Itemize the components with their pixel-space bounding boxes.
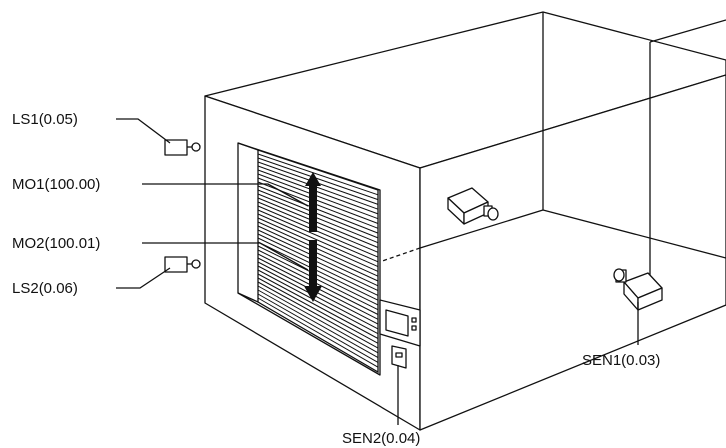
shutter-slat (257, 169, 379, 215)
up-arrow-icon (305, 172, 321, 232)
shutter-slat (257, 253, 379, 315)
panel-button (411, 325, 417, 331)
shutter-slat (257, 205, 379, 258)
shutter-slat (257, 277, 379, 344)
shutter-slat (257, 185, 379, 234)
ls1-contact-icon (191, 142, 201, 152)
door-frame-top (237, 142, 259, 151)
panel-button (411, 317, 417, 323)
shutter-slat (257, 269, 379, 335)
motor-arrows (304, 172, 322, 302)
shutter-slat (257, 237, 379, 296)
sen2-label: SEN2(0.04) (342, 430, 420, 447)
interior-top-line (649, 19, 726, 43)
door-frame-bottom (237, 292, 259, 303)
shutter-slat (257, 173, 379, 220)
limit-switch-ls2 (164, 256, 201, 273)
down-arrow-icon (304, 240, 322, 302)
shutter-slat (257, 225, 379, 282)
shutter-slat (257, 189, 379, 239)
shutter-slat (257, 289, 379, 359)
shutter-slat (257, 157, 379, 201)
roller-shutter (257, 149, 379, 374)
shutter-slat (257, 285, 379, 354)
sen1-label: SEN1(0.03) (582, 352, 660, 369)
shutter-slat (257, 233, 379, 292)
shutter-slat (257, 209, 379, 263)
mo1-leader (142, 183, 309, 207)
shutter-slat (257, 201, 379, 253)
ls2-leader (116, 267, 171, 289)
shutter-slat (257, 281, 379, 349)
mo2-label: MO2(100.01) (12, 235, 100, 252)
sen1-camera-lens-icon (613, 268, 625, 282)
shutter-slat (257, 273, 379, 339)
shutter-slat (257, 177, 379, 224)
ls2-contact-icon (191, 259, 201, 269)
shutter-slat (257, 241, 379, 301)
shutter-slat (257, 193, 379, 244)
sensor-camera-wall (447, 187, 499, 225)
shutter-slat (257, 297, 379, 368)
wall-camera-lens-icon (487, 207, 499, 221)
interior-floor-edge-left (419, 209, 544, 249)
shutter-slat (257, 217, 379, 272)
control-panel (379, 299, 421, 369)
shutter-slat (257, 249, 379, 311)
shutter-slat (257, 245, 379, 306)
panel-screen (385, 309, 409, 337)
ls2-label: LS2(0.06) (12, 280, 78, 297)
shutter-slat (257, 213, 379, 268)
interior-floor-edge-right (542, 209, 726, 259)
shutter-slat (257, 293, 379, 363)
limit-switch-ls1 (164, 139, 201, 156)
shutter-slats (257, 153, 379, 368)
ls1-leader (116, 118, 171, 144)
shutter-slat (257, 165, 379, 210)
shutter-slat (257, 153, 379, 196)
sen2-switch-toggle (395, 352, 403, 358)
shutter-slat (257, 265, 379, 330)
shutter-slat (257, 197, 379, 248)
sensor-camera-sen1 (613, 268, 663, 311)
mo1-label: MO1(100.00) (12, 176, 100, 193)
ls1-label: LS1(0.05) (12, 111, 78, 128)
shutter-slat (257, 229, 379, 287)
shutter-slat (257, 221, 379, 277)
mo2-leader (142, 242, 309, 271)
